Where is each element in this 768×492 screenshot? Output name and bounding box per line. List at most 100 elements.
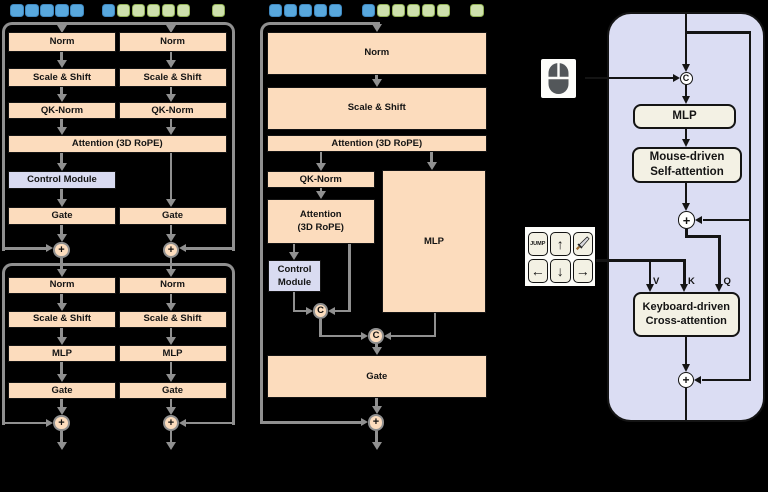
flow-line: [685, 228, 688, 238]
gate-box: Gate: [8, 206, 116, 225]
arrowhead: [166, 373, 176, 382]
flow-line: [684, 129, 688, 139]
arrowhead: [56, 268, 67, 277]
flow-line: [60, 293, 63, 303]
residual-line: [186, 421, 235, 425]
arrowhead: [680, 284, 688, 292]
arrowhead: [56, 336, 67, 345]
box-label: Cross-attention: [645, 315, 727, 327]
qk-norm-box: QK-Norm: [266, 171, 375, 188]
arrowhead: [56, 198, 67, 207]
mlp-box: MLP: [382, 170, 486, 313]
norm-box: Norm: [8, 276, 116, 294]
token-blue: [298, 3, 312, 17]
arrowhead: [645, 284, 654, 292]
arrowhead: [56, 233, 67, 242]
up-key: ↑: [550, 231, 571, 256]
flow-line: [718, 235, 721, 285]
flow-line: [60, 431, 63, 442]
concat-node: C: [679, 71, 693, 85]
token-blue: [10, 3, 24, 17]
token-blue: [283, 3, 297, 17]
residual-line: [686, 31, 750, 34]
arrowhead: [305, 306, 313, 315]
attention-box: Attention (3D RoPE): [266, 134, 487, 152]
mouse-input-line: [585, 76, 673, 80]
flow-line: [169, 119, 173, 127]
box-label: (3D RoPE): [297, 222, 344, 234]
gate-box: Gate: [8, 381, 116, 399]
token-green: [211, 3, 225, 17]
arrowhead: [46, 244, 54, 252]
flow-line: [433, 313, 437, 338]
residual-border-block2: [2, 263, 235, 425]
flow-line: [60, 399, 63, 407]
scale-shift-box: Scale & Shift: [8, 68, 116, 87]
arrowhead: [56, 127, 67, 135]
flow-line: [60, 119, 63, 127]
flow-line: [335, 309, 351, 313]
flow-line: [169, 399, 173, 407]
residual-line: [702, 218, 749, 222]
gate-box: Gate: [118, 206, 227, 225]
token-blue: [70, 3, 84, 17]
arrowhead: [681, 363, 690, 372]
token-green: [146, 3, 160, 17]
arrowhead: [166, 127, 176, 135]
token-green: [391, 3, 405, 17]
flow-line: [169, 431, 173, 442]
arrowhead: [56, 302, 67, 311]
flow-line: [60, 51, 63, 60]
token-green: [131, 3, 145, 17]
arrowhead: [56, 373, 67, 382]
arrowhead: [681, 203, 690, 212]
down-key: ↓: [550, 258, 571, 283]
flow-line: [390, 334, 437, 338]
flow-line: [169, 362, 173, 374]
residual-border-middle: [260, 22, 380, 424]
flow-line: [430, 152, 433, 162]
scale-shift-box: Scale & Shift: [118, 68, 227, 87]
v-label: V: [653, 276, 660, 287]
arrowhead: [681, 63, 690, 72]
scale-shift-box: Scale & Shift: [118, 310, 227, 328]
mouse-self-attention-box: Mouse-driven Self-attention: [632, 146, 742, 183]
flow-line: [169, 87, 173, 94]
box-label: Module: [277, 277, 312, 288]
mlp-box: MLP: [118, 344, 227, 362]
qk-norm-box: QK-Norm: [8, 101, 116, 119]
flow-line: [375, 74, 378, 79]
residual-line: [748, 31, 752, 381]
arrowhead: [672, 73, 680, 82]
add-node: +: [367, 414, 385, 431]
flow-arrow: [56, 25, 67, 33]
token-green: [406, 3, 420, 17]
flow-line: [292, 292, 296, 313]
flow-line: [60, 327, 63, 337]
token-blue: [55, 3, 69, 17]
arrowhead: [166, 233, 176, 242]
flow-line: [375, 430, 378, 442]
residual-line: [701, 378, 749, 382]
gate-box: Gate: [118, 381, 227, 399]
token-blue: [25, 3, 39, 17]
token-green: [161, 3, 175, 17]
token-green: [436, 3, 450, 17]
arrowhead: [371, 347, 382, 355]
arrowhead: [56, 93, 67, 102]
arrowhead: [166, 93, 176, 102]
arrowhead: [360, 331, 368, 340]
arrowhead: [166, 336, 176, 345]
arrowhead: [166, 302, 176, 311]
jump-key: JUMP: [527, 231, 548, 256]
residual-line: [261, 421, 361, 424]
add-node: +: [162, 241, 180, 259]
arrowhead: [179, 418, 187, 427]
token-green: [116, 3, 130, 17]
norm-box: Norm: [266, 31, 487, 75]
flow-line: [685, 235, 721, 238]
flow-line: [60, 152, 63, 163]
box-label: Attention: [299, 208, 342, 220]
add-node: +: [677, 211, 696, 229]
